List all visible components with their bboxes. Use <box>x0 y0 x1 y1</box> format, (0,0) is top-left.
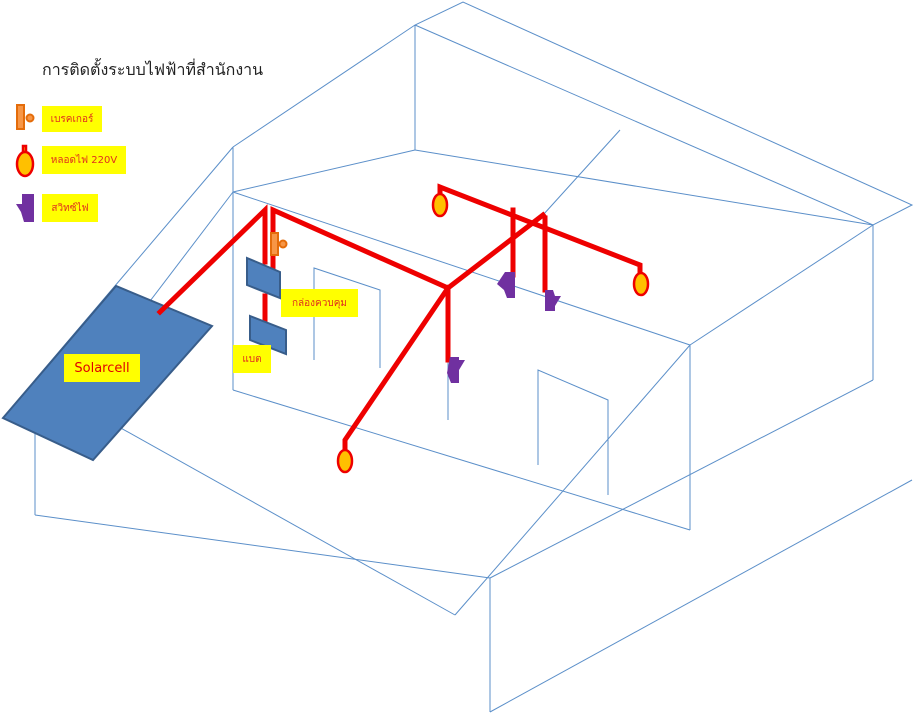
control-box-label: กล่องควบคุม <box>281 289 358 317</box>
house-wireframe <box>34 1 914 713</box>
breaker-icon <box>270 232 288 256</box>
legend-icons <box>15 104 35 222</box>
diagram-title: การติดตั้งระบบไฟฟ้าที่สำนักงาน <box>42 60 264 79</box>
legend-breaker-label: เบรคเกอร์ <box>42 106 102 132</box>
legend-switch-label: สวิทซ์ไฟ <box>42 194 98 222</box>
breaker-icon <box>16 104 35 130</box>
legend-lamp-label: หลอดไฟ 220V <box>42 146 126 174</box>
lamp-icon <box>336 192 650 474</box>
battery <box>249 314 287 356</box>
solarcell-label: Solarcell <box>64 354 140 382</box>
battery-label: แบต <box>233 345 271 373</box>
lamp-icon <box>15 144 35 178</box>
control-box <box>246 256 281 300</box>
switch-icon <box>447 272 561 383</box>
switch-icon <box>16 194 34 222</box>
wiring <box>156 183 643 451</box>
